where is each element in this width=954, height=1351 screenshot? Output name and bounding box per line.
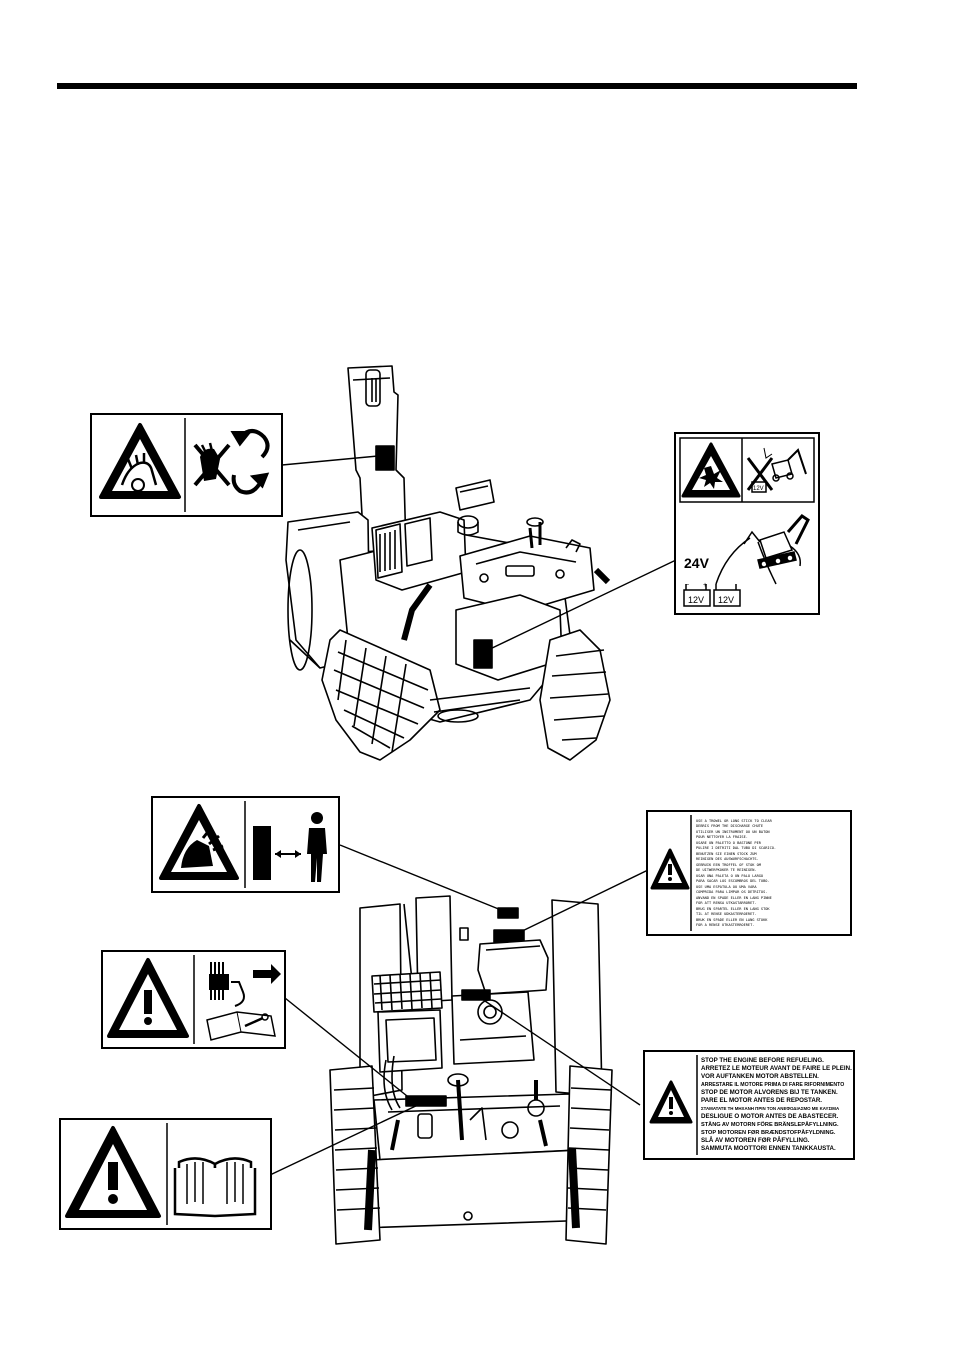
chute-line: DEBRIS FROM THE DISCHARGE CHUTE	[696, 824, 763, 828]
chute-line: USARE UN PALETTO O BASTONE PER	[696, 841, 762, 845]
label-battery-explosion: 12V 24V 12V 12V − +	[674, 432, 820, 615]
refuel-line: ΣΤΑΜΑΤΑΤΕ ΤΗ ΜΗΧΑΝΗ ΠΡΙΝ ΤΟΝ ΑΝΕΦΟΔΙΑΣΜΟ…	[701, 1106, 840, 1111]
refuel-line: VOR AUFTANKEN MOTOR ABSTELLEN.	[701, 1073, 819, 1080]
battery-plus-sign: +	[703, 582, 707, 589]
rotating-arrows-icon	[230, 429, 270, 495]
chute-line: FOR ATT RENSA UTKASTARRORET.	[696, 901, 757, 905]
chute-line: BRUK EN SPADE ELLER EN LANG STOKK	[696, 918, 768, 922]
label-read-manual	[59, 1118, 272, 1230]
refuel-line: STÄNG AV MOTORN FÖRE BRÄNSLEPÅFYLLNING.	[701, 1121, 839, 1128]
jump-voltage: 24V	[684, 555, 710, 571]
read-manual-book-icon	[173, 1157, 257, 1218]
top-rule	[57, 83, 857, 89]
label-refuel: STOP THE ENGINE BEFORE REFUELING. ARRETE…	[643, 1050, 855, 1160]
chute-line: PARA SACAR LOS ESCOMBROS DEL TUBO.	[696, 879, 770, 883]
refuel-line: ARRETEZ LE MOTEUR AVANT DE FAIRE LE PLEI…	[701, 1065, 852, 1072]
small-battery-voltage: 12V	[753, 486, 764, 492]
refuel-line: PARE EL MOTOR ANTES DE REPOSTAR.	[701, 1097, 822, 1104]
label-auger-hazard	[90, 413, 283, 517]
jump-start-snowblower-icon	[715, 514, 810, 585]
refuel-line: STOP DE MOTOR ALVORENS BIJ TE TANKEN.	[701, 1089, 838, 1096]
snowblower-rear-drawing	[329, 895, 613, 1245]
refuel-line: DESLIGUE O MOTOR ANTES DE ABASTECER.	[701, 1113, 839, 1120]
thrown-objects-warning-icon	[159, 804, 239, 880]
chute-line: UTILISER UN INSTRUMENT OU UN BATON	[696, 830, 770, 834]
chute-line: REINIGEN DES AUSWURFSCHACHTS.	[696, 857, 759, 861]
chute-line: ANVAND EN SPADE ELLER EN LANG PINNE	[696, 896, 772, 900]
chute-line: USE UMA ESPATULA OU UMA VARA	[696, 885, 757, 889]
explosion-warning-icon	[681, 442, 741, 498]
snowblower-perspective-drawing	[285, 365, 611, 761]
label-discharge-chute: USE A TROWEL OR LONG STICK TO CLEAR DEBR…	[646, 810, 852, 936]
chute-text-lines: USE A TROWEL OR LONG STICK TO CLEAR DEBR…	[696, 819, 776, 927]
refuel-line: STOP MOTOREN FØR BRÆNDSTOFPÅFYLDNING.	[701, 1129, 836, 1136]
refuel-line: ARRESTARE IL MOTORE PRIMA DI FARE RIFORN…	[701, 1082, 844, 1088]
chute-line: PULIRE I DETRITI DAL TUBO DI SCARICO.	[696, 846, 776, 850]
chute-line: DE UITWERPKOKER TE REINIGEN.	[696, 868, 757, 872]
battery-minus-sign: −	[685, 582, 689, 589]
battery-right-voltage: 12V	[718, 595, 734, 605]
chute-line: BRUG EN SPARTEL ELLER EN LANG STOK	[696, 907, 770, 911]
refuel-text-lines: STOP THE ENGINE BEFORE REFUELING. ARRETE…	[701, 1057, 852, 1152]
chute-line: BENUTZEN SIE EINEN STOCK ZUM	[696, 852, 757, 856]
label-keep-distance	[151, 796, 340, 893]
hand-auger-warning-icon	[99, 423, 181, 499]
battery-pair-icon	[683, 584, 741, 607]
exclamation-warning-icon	[650, 848, 690, 890]
refuel-line: SAMMUTA MOOTTORI ENNEN TANKKAUSTA.	[701, 1145, 836, 1152]
no-hands-icon	[193, 442, 231, 487]
exclamation-warning-icon	[107, 958, 189, 1038]
refuel-line: SLÅ AV MOTOREN FØR PÅFYLLING.	[701, 1137, 810, 1144]
chute-line: USAR UNA PALETA O UN PALO LARGO	[696, 874, 763, 878]
refuel-line: STOP THE ENGINE BEFORE REFUELING.	[701, 1057, 824, 1064]
chute-line: TIL AT RENSE UDKASTERROERET.	[696, 912, 757, 916]
disconnect-spark-plug-icon	[209, 962, 281, 1007]
label-maintenance	[101, 950, 286, 1049]
chute-line: USE A TROWEL OR LONG STICK TO CLEAR	[696, 819, 773, 823]
exclamation-warning-icon	[649, 1080, 693, 1124]
battery-left-voltage: 12V	[688, 595, 704, 605]
chute-line: COMPRIDA PARA LIMPAR OS DETRITOS.	[696, 890, 767, 894]
chute-line: FOR A RENSE UTKASTERROERET.	[696, 923, 754, 927]
leader-lines	[269, 455, 677, 1176]
keep-distance-person-icon	[253, 812, 327, 882]
read-manual-wrench-icon	[206, 1011, 276, 1041]
chute-line: POUR NETTOYER LA FRAISE.	[696, 835, 748, 839]
no-jump-start-icon	[746, 447, 807, 493]
chute-line: GEBRUIK EEN TROFFEL OF STOK OM	[696, 863, 762, 867]
exclamation-warning-icon	[65, 1126, 161, 1218]
